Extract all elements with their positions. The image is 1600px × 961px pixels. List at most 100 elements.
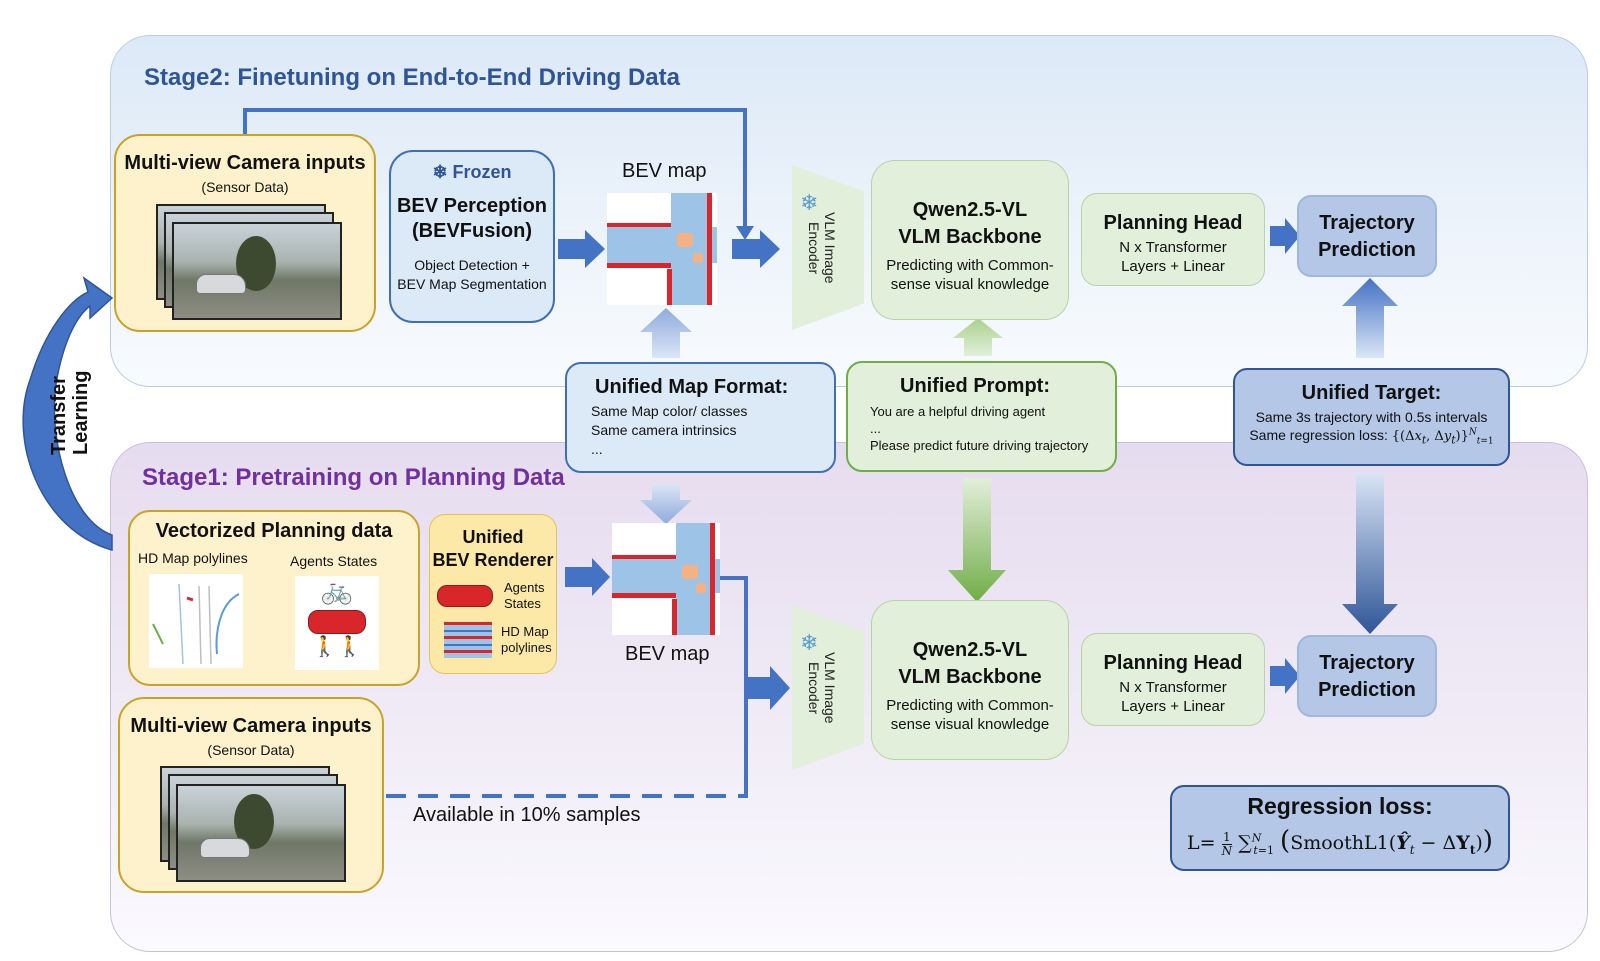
camera-to-encoder-wire <box>243 108 747 228</box>
planning-head-top: Planning Head N x Transformer Layers + L… <box>1081 193 1265 286</box>
arrow-merge-to-encoder <box>746 666 790 710</box>
vlm-backbone-top: Qwen2.5-VL VLM Backbone Predicting with … <box>871 160 1069 320</box>
hd-map-polylines-image <box>149 574 243 668</box>
trajectory-line2: Prediction <box>1318 679 1416 701</box>
unified-prompt-box: Unified Prompt: You are a helpful drivin… <box>846 361 1117 472</box>
arrow-perception-to-bev <box>558 230 605 268</box>
planning-head-desc-2: Layers + Linear <box>1121 258 1225 275</box>
trajectory-line1: Trajectory <box>1319 212 1415 234</box>
renderer-agents-line1: Agents <box>504 580 545 595</box>
perception-title-2: (BEVFusion) <box>412 220 532 242</box>
target-formula: {(Δxt, Δyt)}Nt=1 <box>1391 427 1494 447</box>
arrow-head-to-traj-top <box>1270 218 1300 254</box>
perception-desc-1: Object Detection + <box>414 257 530 273</box>
frozen-label: ❄ Frozen <box>391 162 553 183</box>
bev-to-encoder-wire <box>720 576 748 798</box>
frozen-text: Frozen <box>452 162 512 182</box>
unified-prompt-line1: You are a helpful driving agent <box>870 404 1046 419</box>
snowflake-icon: ❄ <box>432 162 448 182</box>
trajectory-line2: Prediction <box>1318 239 1416 261</box>
arrow-target-down <box>1342 472 1398 634</box>
arrow-bev-to-encoder <box>732 230 780 268</box>
agents-label: Agents States <box>290 553 378 569</box>
bev-map-image-top <box>607 193 717 305</box>
vlm-image-encoder-top <box>792 165 864 330</box>
wire-arrowhead <box>736 226 754 240</box>
renderer-hd-line2: polylines <box>501 640 552 655</box>
arrow-renderer-to-bev <box>565 558 610 596</box>
encoder-label-line2: Encoder <box>806 661 822 714</box>
unified-prompt-title: Unified Prompt: <box>900 375 1050 397</box>
backbone-desc-1: Predicting with Common- <box>886 697 1054 714</box>
stage1-title: Stage1: Pretraining on Planning Data <box>142 464 565 491</box>
planning-head-bottom: Planning Head N x Transformer Layers + L… <box>1081 633 1265 726</box>
unified-map-item-1: Same Map color/ classes <box>591 403 748 419</box>
regression-title: Regression loss: <box>1247 793 1433 819</box>
unified-target-line2-text: Same regression loss: <box>1249 427 1388 443</box>
renderer-title-2: BEV Renderer <box>432 550 554 570</box>
perception-desc-2: BEV Map Segmentation <box>397 276 547 292</box>
trajectory-prediction-top: Trajectory Prediction <box>1297 195 1437 277</box>
encoder-label-line1: VLM Image <box>822 652 838 724</box>
backbone-desc-2: sense visual knowledge <box>890 276 1050 293</box>
planning-head-desc-1: N x Transformer <box>1119 239 1227 256</box>
renderer-hd-label: HD Map polylines <box>501 624 552 656</box>
renderer-hd-line1: HD Map <box>501 624 549 639</box>
unified-map-format-box: Unified Map Format: Same Map color/ clas… <box>565 362 836 473</box>
agents-image: 🚲 🚶🚶 <box>295 576 379 670</box>
pedestrian-icon: 🚶🚶 <box>312 636 362 658</box>
bev-perception-box: ❄ Frozen BEV Perception (BEVFusion) Obje… <box>389 150 555 323</box>
camera-title: Multi-view Camera inputs <box>124 152 366 174</box>
backbone-title-2: VLM Backbone <box>898 666 1042 688</box>
unified-map-item-2: Same camera intrinsics <box>591 422 737 438</box>
arrow-map-up <box>640 308 692 358</box>
camera-subtitle: (Sensor Data) <box>201 179 289 195</box>
planning-head-title: Planning Head <box>1103 212 1243 234</box>
renderer-title-1: Unified <box>462 527 524 547</box>
bicycle-icon: 🚲 <box>320 575 354 605</box>
planning-head-desc-2: Layers + Linear <box>1121 698 1225 715</box>
trajectory-prediction-bottom: Trajectory Prediction <box>1297 635 1437 717</box>
perception-title-1: BEV Perception <box>396 195 548 217</box>
backbone-title-2: VLM Backbone <box>898 226 1042 248</box>
backbone-desc-2: sense visual knowledge <box>890 716 1050 733</box>
vectorized-title: Vectorized Planning data <box>155 520 393 542</box>
bev-map-label-bottom: BEV map <box>625 643 710 665</box>
stage2-title: Stage2: Finetuning on End-to-End Driving… <box>144 64 680 91</box>
unified-prompt-line2: ... <box>870 421 881 436</box>
unified-target-line2: Same regression loss: {(Δxt, Δyt)}Nt=1 <box>1235 427 1508 447</box>
bev-map-image-bottom <box>612 523 720 635</box>
unified-target-line1: Same 3s trajectory with 0.5s intervals <box>1255 409 1488 425</box>
hd-map-label: HD Map polylines <box>138 550 248 566</box>
renderer-agents-label: Agents States <box>504 580 544 612</box>
camera-image-front <box>176 784 346 882</box>
renderer-agents-line2: States <box>504 596 541 611</box>
encoder-label-line1: VLM Image <box>822 212 838 284</box>
vlm-image-encoder-bottom <box>792 605 864 770</box>
arrow-prompt-down <box>948 478 1006 602</box>
unified-map-title: Unified Map Format: <box>595 376 789 398</box>
snowflake-icon: ❄ <box>800 630 819 655</box>
available-samples-label: Available in 10% samples <box>413 804 641 826</box>
car-icon <box>308 610 366 634</box>
camera-title: Multi-view Camera inputs <box>130 715 372 737</box>
vlm-backbone-bottom: Qwen2.5-VL VLM Backbone Predicting with … <box>871 600 1069 760</box>
unified-prompt-line3: Please predict future driving trajectory <box>870 438 1089 453</box>
arrow-head-to-traj-bottom <box>1270 658 1300 694</box>
unified-target-title: Unified Target: <box>1301 382 1442 404</box>
planning-head-desc-1: N x Transformer <box>1119 679 1227 696</box>
bev-map-label-top: BEV map <box>622 160 707 182</box>
snowflake-icon: ❄ <box>800 190 819 215</box>
transfer-learning-arrow <box>22 276 114 551</box>
renderer-car-icon <box>437 585 493 607</box>
arrow-prompt-up <box>953 318 1003 356</box>
unified-map-item-3: ... <box>591 441 603 457</box>
polylines-drawing <box>152 583 240 665</box>
camera-image-front <box>172 222 342 320</box>
arrow-target-up <box>1342 278 1398 358</box>
transfer-label-line2: Learning <box>70 370 92 455</box>
